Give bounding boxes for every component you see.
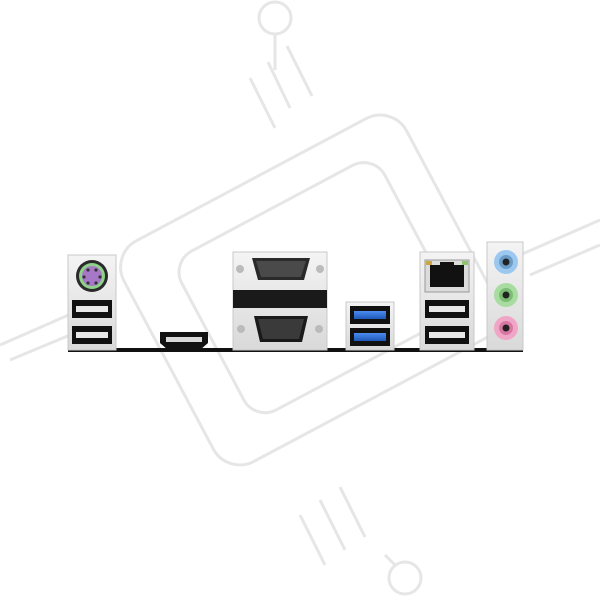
usb3-port-upper-blue	[350, 306, 390, 324]
vga-port	[237, 316, 323, 342]
serial-com-port	[236, 258, 324, 280]
audio-line-out-jack	[494, 283, 518, 307]
usb2-port-lower-left	[72, 326, 112, 344]
usb3-stack	[345, 301, 395, 351]
ethernet-rj45-port	[424, 259, 470, 293]
usb2-port-upper-right	[425, 300, 469, 318]
lan-usb-stack	[419, 251, 475, 351]
hdmi-port	[160, 332, 208, 350]
audio-line-in-jack	[494, 250, 518, 274]
usb2-port-upper-left	[72, 300, 112, 318]
ps2-combo-port	[76, 260, 108, 292]
audio-mic-jack	[494, 316, 518, 340]
left-port-stack	[67, 254, 117, 351]
serial-vga-block	[232, 251, 328, 351]
usb3-port-lower-blue	[350, 328, 390, 346]
audio-stack	[486, 241, 524, 351]
usb2-port-lower-right	[425, 326, 469, 344]
